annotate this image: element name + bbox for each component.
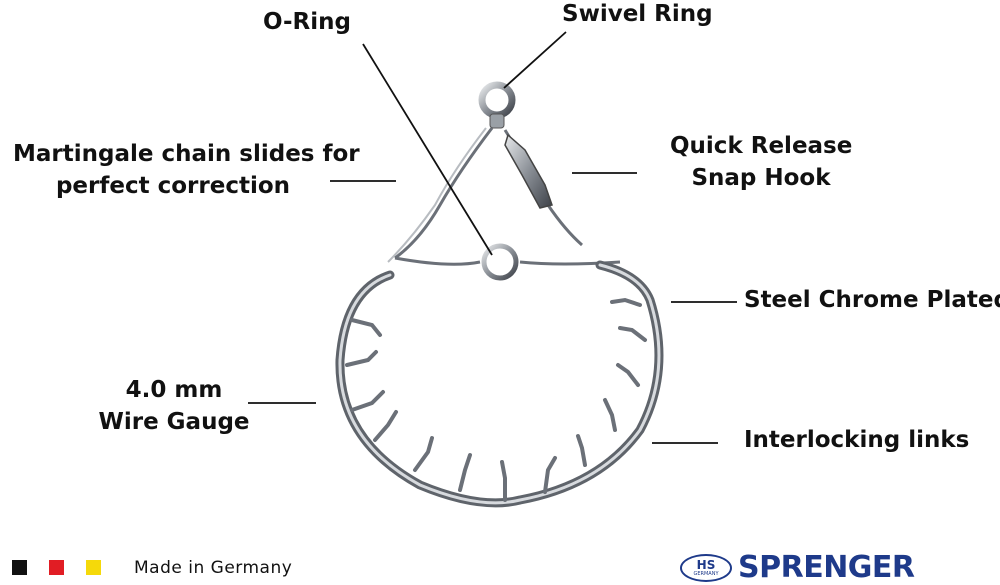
prongs: [345, 297, 647, 502]
leader-lines: [248, 31, 737, 444]
brand-name: SPRENGER: [738, 550, 915, 585]
hs-badge: HS GERMANY: [680, 553, 732, 582]
flag-gold-square: [86, 560, 101, 575]
label-martingale: Martingale chain slides for perfect corr…: [13, 141, 360, 199]
flag-red-square: [49, 560, 64, 575]
snap-hook: [504, 133, 553, 209]
collar-body: [335, 260, 664, 508]
label-swivel-ring: Swivel Ring: [562, 1, 713, 27]
label-steel-chrome: Steel Chrome Plated: [744, 287, 1000, 313]
label-wire-gauge: 4.0 mm Wire Gauge: [98, 377, 250, 435]
label-quick-release: Quick Release Snap Hook: [670, 133, 853, 191]
swivel-ring: [478, 81, 516, 129]
o-ring: [481, 243, 519, 281]
martingale-chain: [387, 127, 621, 266]
label-o-ring: O-Ring: [263, 9, 351, 35]
label-interlocking: Interlocking links: [744, 427, 970, 453]
leader-swivel-ring: [503, 31, 567, 89]
flag-black-square: [12, 560, 27, 575]
sprenger-logo: HS GERMANY SPRENGER: [680, 550, 915, 585]
made-in-germany: Made in Germany: [134, 558, 293, 578]
flag-colors: [12, 560, 101, 575]
leader-o-ring: [362, 43, 493, 256]
